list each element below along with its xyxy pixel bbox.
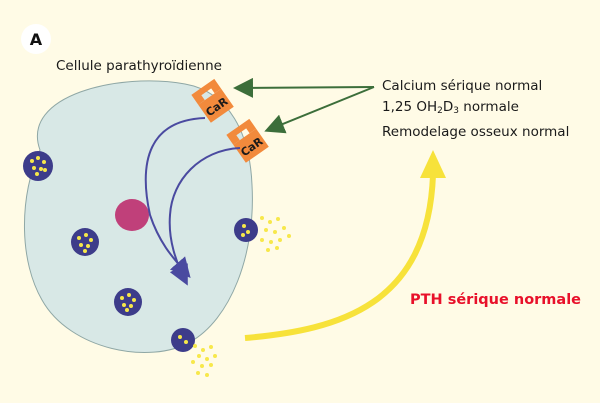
info-line-bone: Remodelage osseux normal [382, 124, 570, 140]
panel-badge: A [21, 24, 51, 54]
info-line-vitamin-d-mid: D [442, 99, 454, 115]
info-line-vitamin-d-prefix: 1,25 OH [382, 99, 438, 115]
vesicle-left-edge [23, 151, 53, 181]
intracellular-arrow-2 [168, 147, 241, 286]
vesicle-2 [114, 288, 142, 316]
info-line-vitamin-d-sub1: 2 [437, 106, 443, 116]
intracellular-arrow-1 [144, 117, 206, 279]
vesicle-exocytosis-bottom [171, 328, 217, 377]
info-line-vitamin-d-suffix: normale [459, 99, 519, 115]
info-line-vitamin-d-sub2: 3 [453, 106, 460, 116]
pth-label: PTH sérique normale [410, 292, 582, 308]
signal-arrow-2 [264, 86, 375, 134]
vesicle-exocytosis-right [234, 216, 291, 252]
pth-arrow-head [420, 150, 446, 178]
signal-arrow-1 [233, 77, 375, 98]
info-block: Calcium sérique normal 1,25 OH2D3 normal… [382, 76, 569, 143]
pth-arrow [244, 174, 436, 341]
info-line-vitamin-d: 1,25 OH2D3 normale [382, 97, 569, 122]
info-line-calcium: Calcium sérique normal [382, 78, 543, 94]
nucleus [115, 199, 149, 231]
calcium-receptor-1: CaR [191, 78, 234, 123]
cell-label: Cellule parathyroïdienne [56, 58, 222, 74]
vesicle-1 [71, 228, 99, 256]
